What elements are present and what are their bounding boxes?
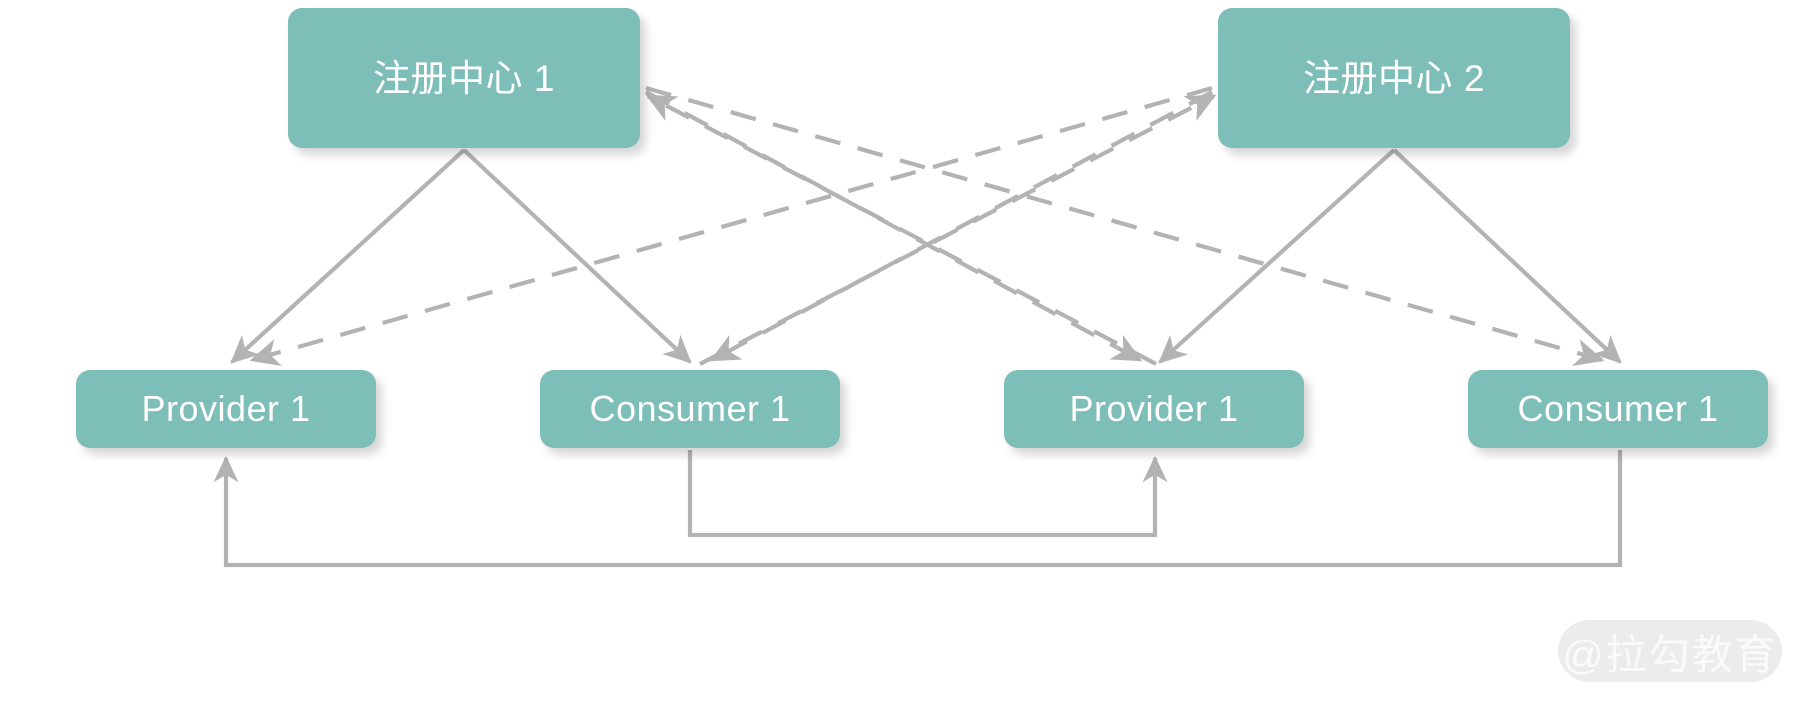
node-consumer-left-label: Consumer 1 (589, 388, 791, 429)
watermark-text: @拉勾教育 (1562, 632, 1778, 678)
edge-registry2-to-provider-right (1158, 148, 1396, 364)
edge-registry2-to-consumer-left (709, 90, 1213, 362)
edge-registry1-to-provider-right (644, 90, 1143, 362)
node-provider-right-label: Provider 1 (1069, 388, 1239, 429)
node-registry-2[interactable]: 注册中心 2 (1218, 8, 1570, 148)
edge-consumer-right-invoke-provider-left (213, 450, 1623, 568)
edge-consumer-left-invoke-provider-right (687, 450, 1168, 538)
node-registry-1-label: 注册中心 1 (373, 57, 555, 99)
watermark-badge: @拉勾教育 (1558, 620, 1782, 682)
node-provider-right[interactable]: Provider 1 (1004, 370, 1304, 448)
node-registry-1[interactable]: 注册中心 1 (288, 8, 640, 148)
node-provider-left[interactable]: Provider 1 (76, 370, 376, 448)
edge-registry1-to-provider-left (230, 148, 466, 364)
node-provider-left-label: Provider 1 (141, 388, 311, 429)
node-registry-2-label: 注册中心 2 (1303, 57, 1485, 99)
edge-registry1-to-consumer-left (462, 148, 692, 364)
node-consumer-right[interactable]: Consumer 1 (1468, 370, 1768, 448)
edge-consumer-right-to-registry1 (645, 94, 1157, 366)
edge-registry2-to-consumer-right (1392, 148, 1622, 364)
node-consumer-right-label: Consumer 1 (1517, 388, 1719, 429)
node-consumer-left[interactable]: Consumer 1 (540, 370, 840, 448)
edge-consumer-left-to-registry2 (699, 94, 1217, 366)
